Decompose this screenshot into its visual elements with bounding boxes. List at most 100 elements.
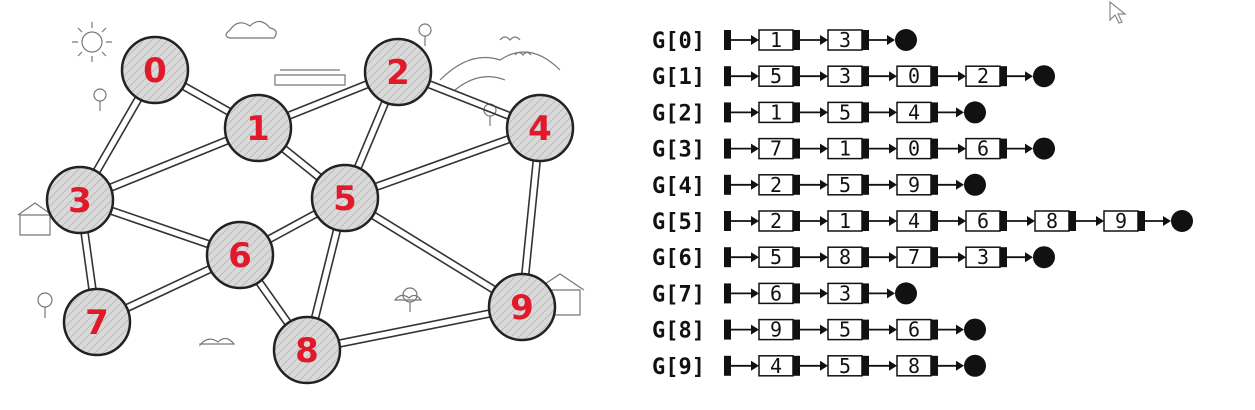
list-node: 6 — [758, 281, 800, 305]
node-6: 6 — [205, 220, 275, 290]
list-node-value: 7 — [770, 137, 782, 161]
row-label: G[7] — [652, 282, 705, 307]
list-node: 6 — [965, 209, 1007, 233]
node-label: 5 — [333, 179, 357, 219]
row-label: G[3] — [652, 138, 705, 163]
list-node-value: 5 — [839, 318, 851, 342]
node-label: 8 — [295, 331, 319, 371]
list-node-value: 1 — [839, 137, 851, 161]
list-node: 5 — [758, 64, 800, 88]
null-terminator — [1033, 137, 1055, 160]
list-node: 6 — [965, 137, 1007, 161]
null-terminator — [964, 101, 986, 124]
row-label: G[9] — [652, 355, 705, 380]
list-node-value: 1 — [770, 28, 782, 52]
null-terminator — [1033, 246, 1055, 269]
row-label: G[5] — [652, 210, 705, 235]
list-node-value: 2 — [770, 209, 782, 233]
adj-row-2: G[2] 1 5 4 — [652, 100, 986, 126]
road-edges — [75, 66, 545, 355]
node-label: 3 — [68, 181, 92, 221]
list-node-value: 8 — [839, 245, 851, 269]
list-node: 3 — [827, 64, 869, 88]
list-node: 8 — [1034, 209, 1076, 233]
adj-row-9: G[9] 4 5 8 — [652, 354, 986, 380]
list-node-value: 7 — [908, 245, 920, 269]
list-node: 1 — [758, 28, 800, 52]
list-node: 0 — [896, 64, 938, 88]
list-node-value: 5 — [839, 354, 851, 378]
node-3: 3 — [45, 165, 115, 235]
list-node-value: 6 — [977, 137, 989, 161]
row-label: G[4] — [652, 174, 705, 199]
list-node: 7 — [896, 245, 938, 269]
adj-row-7: G[7] 6 3 — [652, 281, 917, 307]
list-node: 6 — [896, 318, 938, 342]
list-node-value: 3 — [839, 64, 851, 88]
list-node: 4 — [758, 354, 800, 378]
list-node-value: 6 — [770, 281, 782, 305]
node-0: 0 — [120, 35, 190, 105]
list-node-value: 9 — [1115, 209, 1127, 233]
list-node-value: 5 — [839, 100, 851, 124]
row-label: G[2] — [652, 101, 705, 126]
list-node: 5 — [827, 173, 869, 197]
row-label: G[8] — [652, 319, 705, 344]
list-node-value: 8 — [908, 354, 920, 378]
null-terminator — [1033, 65, 1055, 88]
row-label: G[0] — [652, 29, 705, 54]
adj-row-8: G[8] 9 5 6 — [652, 318, 986, 344]
list-node-value: 3 — [839, 281, 851, 305]
list-node: 3 — [827, 28, 869, 52]
list-node-value: 5 — [770, 245, 782, 269]
row-label: G[1] — [652, 65, 705, 90]
node-5: 5 — [310, 163, 380, 233]
node-9: 9 — [487, 272, 557, 342]
list-node: 1 — [827, 209, 869, 233]
list-node-value: 2 — [977, 64, 989, 88]
list-node-value: 6 — [977, 209, 989, 233]
list-node: 2 — [965, 64, 1007, 88]
list-node-value: 3 — [977, 245, 989, 269]
list-node: 2 — [758, 209, 800, 233]
list-node: 4 — [896, 100, 938, 124]
node-label: 1 — [246, 109, 270, 149]
node-7: 7 — [62, 287, 132, 357]
list-node-value: 3 — [839, 28, 851, 52]
graph-nodes: 0 1 2 3 4 5 6 7 8 9 — [45, 35, 575, 385]
list-node: 9 — [1103, 209, 1145, 233]
node-label: 4 — [528, 109, 552, 149]
null-terminator — [895, 282, 917, 305]
road-8-9 — [306, 302, 523, 355]
head-pointer — [724, 355, 731, 376]
node-2: 2 — [363, 37, 433, 107]
list-node: 5 — [827, 318, 869, 342]
head-pointer — [724, 174, 731, 195]
list-node-value: 4 — [908, 100, 920, 124]
node-label: 0 — [143, 51, 167, 91]
list-node: 8 — [827, 245, 869, 269]
list-node: 7 — [758, 137, 800, 161]
list-node-value: 4 — [908, 209, 920, 233]
head-pointer — [724, 66, 731, 87]
null-terminator — [895, 29, 917, 51]
list-node-value: 9 — [770, 318, 782, 342]
list-node: 9 — [896, 173, 938, 197]
road-4-5 — [343, 123, 542, 203]
adj-row-5: G[5] 2 1 4 6 8 9 — [652, 209, 1193, 235]
cloud-decor — [225, 20, 277, 39]
list-node: 5 — [827, 354, 869, 378]
list-node-value: 1 — [770, 100, 782, 124]
adj-row-1: G[1] 5 3 0 2 — [652, 64, 1055, 90]
city-graph: 0 1 2 3 4 5 6 7 8 9 — [17, 20, 585, 385]
list-node: 2 — [758, 173, 800, 197]
list-node-value: 6 — [908, 318, 920, 342]
list-node-value: 8 — [1046, 209, 1058, 233]
list-node-value: 2 — [770, 173, 782, 197]
null-terminator — [964, 173, 986, 196]
node-label: 7 — [85, 303, 109, 343]
sun-icon — [72, 22, 112, 62]
row-label: G[6] — [652, 246, 705, 271]
head-pointer — [724, 138, 731, 159]
